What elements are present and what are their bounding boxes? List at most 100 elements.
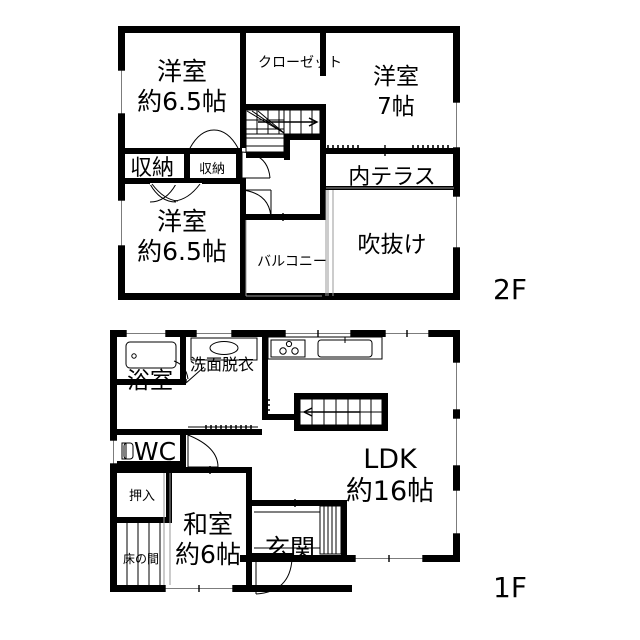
- f2-storage-big-east: [184, 148, 190, 184]
- f1-stair-wall-east: [382, 393, 388, 431]
- f2-storage-small-east: [236, 148, 242, 184]
- f2-stair-wall-south: [246, 152, 290, 158]
- f1-north-windows: [125, 330, 430, 337]
- tokonoma-hatch: [126, 473, 171, 585]
- f1-south-windows: [164, 555, 424, 592]
- label-bath: 浴室: [127, 368, 173, 394]
- label-oshiire: 押入: [129, 489, 155, 504]
- f2-storage-big-bottom: [118, 178, 190, 184]
- label-japanese-room-line2: 約6帖: [175, 540, 241, 569]
- washbasin-icon: [190, 337, 258, 361]
- entrance-step: [254, 511, 320, 549]
- f2-partition-southroom-east: [240, 178, 246, 300]
- f2-west-windows: [118, 69, 125, 247]
- f1-bath-south-wall: [117, 379, 186, 385]
- f2-balcony-outline: [245, 220, 322, 297]
- label-japanese-room-line1: 和室: [183, 510, 233, 539]
- floor-1f-group: 浴室 洗面脱衣 WC 押入 床の間 和室 約6帖 玄関 LDK 約16帖 1F: [110, 330, 527, 604]
- f1-stair-wall-west: [294, 393, 300, 431]
- bathtub-icon: [125, 341, 177, 369]
- label-inner-terrace: 内テラス: [348, 165, 436, 190]
- f2-staircase: [245, 109, 321, 153]
- f1-stair-wall-north: [294, 393, 388, 399]
- f1-staircase: [299, 398, 383, 426]
- f2-storage-small-top: [190, 148, 242, 154]
- toilet-icon: [121, 442, 134, 460]
- f1-entrance-south-wall: [252, 553, 294, 559]
- f1-washitsu-east-wall: [246, 467, 252, 585]
- f2-void-outline: [325, 190, 334, 296]
- f1-corridor-wall-north: [117, 429, 262, 435]
- f2-hall-east-wall: [320, 140, 326, 220]
- f1-stair-wall-south: [294, 425, 388, 431]
- label-western-room-a-line1: 洋室: [157, 57, 207, 86]
- f2-east-windows: [453, 101, 460, 249]
- label-balcony: バルコニー: [257, 254, 327, 270]
- f2-openings: [246, 145, 386, 221]
- f2-wall-east: [453, 26, 460, 300]
- label-entrance: 玄関: [265, 534, 315, 563]
- kitchen-counter-body: [267, 336, 383, 360]
- f1-west-windows: [110, 439, 117, 465]
- f2-door-storage-big: [149, 183, 202, 203]
- label-storage-small: 収納: [199, 162, 225, 177]
- f1-washroom-east-wall: [262, 337, 268, 399]
- f1-entrance-east-wall: [341, 500, 347, 560]
- floor-badge-2f: 2F: [493, 273, 527, 306]
- floor-2f-group: 洋室 約6.5帖 クローゼット 洋室 7帖 収納 収納 内テラス 洋室 約6.5…: [118, 26, 527, 306]
- f1-hall-north-wall: [262, 414, 302, 420]
- f2-room7-south-wall: [320, 148, 454, 154]
- f2-wall-north: [118, 26, 460, 33]
- f1-wc-door: [187, 434, 219, 468]
- label-western-room-c-line1: 洋室: [157, 207, 207, 236]
- f2-door-bedroom-a: [241, 151, 271, 179]
- f2-stair-wall-inner-vert: [284, 134, 290, 160]
- f2-terrace-hatch: [326, 145, 454, 189]
- label-western-room-c-line2: 約6.5帖: [137, 237, 227, 266]
- f1-oshiire-bottom-wall: [117, 517, 172, 523]
- stove-icon: [270, 339, 306, 358]
- floor-badge-1f: 1F: [493, 571, 527, 604]
- f2-stair-wall-east: [320, 104, 326, 140]
- f1-oshiire-east-wall: [166, 473, 172, 523]
- f1-wall-south-east: [240, 555, 460, 562]
- f2-room-labels: 洋室 約6.5帖 クローゼット 洋室 7帖 収納 収納 内テラス 洋室 約6.5…: [130, 55, 436, 270]
- label-ldk-line1: LDK: [363, 444, 418, 475]
- f2-storage-big-top: [118, 148, 190, 154]
- f1-room-labels: 浴室 洗面脱衣 WC 押入 床の間 和室 約6帖 玄関 LDK 約16帖: [123, 355, 434, 569]
- f1-wc-south-wall: [117, 461, 186, 467]
- f1-bath-east-wall: [180, 337, 186, 385]
- stair-direction-arrow: [258, 117, 319, 127]
- f2-door-storage-small: [189, 129, 239, 149]
- f2-stair-wall-innercorner: [284, 134, 326, 140]
- f2-wall-west: [118, 26, 125, 300]
- label-western-room-a-line2: 約6.5帖: [137, 87, 227, 116]
- f1-bath-door: [173, 360, 189, 382]
- label-washroom-leader: [185, 366, 205, 384]
- kitchen-sink-icon: [317, 337, 373, 358]
- f1-washitsu-sliding-door: [254, 499, 340, 507]
- label-washroom: 洗面脱衣: [190, 355, 254, 374]
- f1-washitsu-north-opening: [174, 466, 246, 474]
- label-toilet: WC: [134, 437, 176, 466]
- kitchen-counter: [267, 336, 383, 360]
- f1-doors: [173, 360, 340, 595]
- f1-east-windows: [453, 361, 460, 535]
- f1-stair-direction-arrow: [302, 407, 360, 417]
- f1-washroom-door: [188, 399, 270, 430]
- f2-stair-wall-north2: [284, 104, 326, 110]
- label-storage-big: 収納: [130, 156, 174, 181]
- label-void: 吹抜け: [358, 232, 427, 258]
- shoe-cabinet-icon: [319, 505, 342, 555]
- label-ldk-line2: 約16帖: [346, 476, 434, 507]
- f1-washroom-east-wall-lower: [262, 394, 268, 420]
- label-tokonoma: 床の間: [123, 552, 159, 566]
- f2-storage-small-bottom: [190, 178, 246, 184]
- f1-wc-east-wall: [180, 435, 186, 467]
- f2-partition-closet-east-upper: [320, 26, 326, 76]
- label-western-room-b-line1: 洋室: [373, 64, 419, 90]
- label-western-room-b-line2: 7帖: [377, 94, 415, 120]
- label-closet: クローゼット: [258, 55, 342, 71]
